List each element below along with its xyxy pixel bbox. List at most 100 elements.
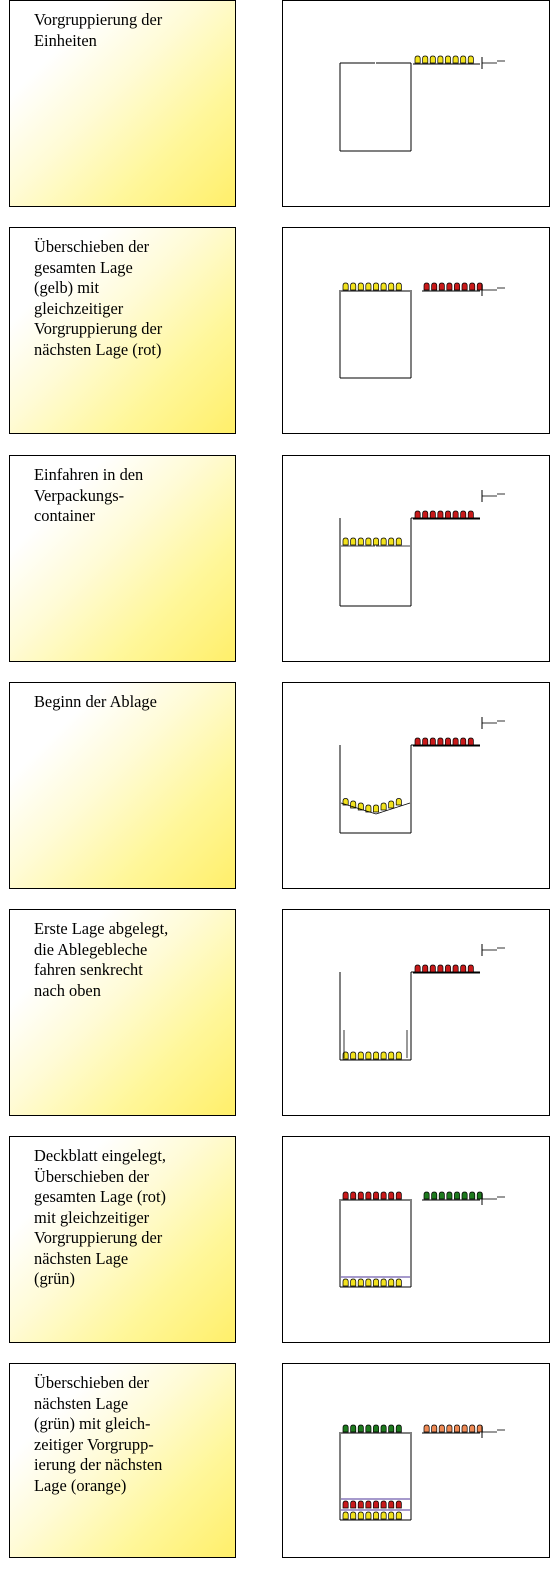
- unit: [460, 510, 467, 519]
- step-diagram-svg: [339, 55, 505, 152]
- unit: [429, 964, 436, 973]
- unit: [342, 1424, 349, 1433]
- unit: [438, 1191, 445, 1200]
- conveyor-layer: [423, 1424, 483, 1433]
- unit: [350, 537, 357, 546]
- unit: [365, 1424, 372, 1433]
- unit: [422, 510, 429, 519]
- transferred-layer: [342, 282, 402, 291]
- unit: [461, 1424, 468, 1433]
- unit: [446, 1191, 453, 1200]
- unit: [365, 537, 372, 546]
- packing-container: [339, 1199, 412, 1288]
- unit: [454, 1424, 460, 1433]
- unit: [467, 510, 474, 519]
- unit: [423, 1424, 430, 1433]
- unit: [452, 964, 459, 973]
- unit: [342, 1500, 349, 1509]
- unit: [438, 1424, 445, 1433]
- unit: [414, 55, 421, 64]
- conveyor-layer: [414, 737, 474, 746]
- unit: [373, 282, 379, 291]
- conveyor-layer: [423, 1191, 483, 1200]
- unit: [454, 282, 460, 291]
- step-description: Überschieben der gesamten Lage (gelb) mi…: [9, 227, 236, 434]
- process-step: Deckblatt eingelegt, Überschieben der ge…: [0, 1136, 551, 1345]
- step-diagram-svg: [339, 717, 505, 834]
- container-layer: [342, 1278, 402, 1287]
- container-layer: [342, 1051, 402, 1060]
- unit: [380, 282, 387, 291]
- unit: [429, 510, 436, 519]
- unit: [342, 1511, 349, 1520]
- step-diagram: [282, 1136, 550, 1343]
- unit: [445, 737, 451, 746]
- unit: [357, 1500, 364, 1509]
- unit: [467, 964, 474, 973]
- unit: [452, 737, 459, 746]
- process-step: Überschieben der gesamten Lage (gelb) mi…: [0, 227, 551, 436]
- unit: [445, 964, 451, 973]
- step-diagram: [282, 682, 550, 889]
- unit: [423, 1191, 430, 1200]
- unit: [380, 537, 387, 546]
- pusher-arrow: [481, 944, 505, 956]
- unit: [373, 1191, 379, 1200]
- unit: [469, 1191, 476, 1200]
- step-diagram: [282, 455, 550, 662]
- unit: [342, 1278, 349, 1287]
- unit: [373, 1278, 379, 1287]
- unit: [388, 1500, 395, 1509]
- unit: [357, 802, 364, 811]
- step-diagram-svg: [339, 282, 505, 379]
- unit: [342, 537, 349, 546]
- unit: [445, 510, 451, 519]
- unit: [342, 1191, 349, 1200]
- container-layer: [342, 798, 402, 813]
- unit: [365, 1191, 372, 1200]
- step-diagram-svg: [339, 1424, 505, 1521]
- unit: [388, 1511, 395, 1520]
- unit: [380, 802, 387, 811]
- pusher-arrow: [481, 1193, 505, 1205]
- process-step: Einfahren in den Verpackungs- container: [0, 455, 551, 664]
- unit: [350, 1051, 357, 1060]
- pusher-arrow: [481, 490, 505, 502]
- unit: [365, 1278, 372, 1287]
- unit: [388, 1278, 395, 1287]
- unit: [460, 737, 467, 746]
- step-description: Erste Lage abgelegt, die Ablegebleche fa…: [9, 909, 236, 1116]
- unit: [437, 510, 444, 519]
- unit: [380, 1278, 387, 1287]
- unit: [437, 964, 444, 973]
- unit: [380, 1191, 387, 1200]
- unit: [395, 1511, 402, 1520]
- unit: [460, 55, 467, 64]
- unit: [388, 1424, 395, 1433]
- unit: [365, 1500, 372, 1509]
- conveyor-layer: [414, 964, 474, 973]
- packing-container: [339, 63, 412, 152]
- unit: [357, 1511, 364, 1520]
- unit: [388, 537, 395, 546]
- unit: [437, 55, 444, 64]
- unit: [395, 1500, 402, 1509]
- step-diagram: [282, 909, 550, 1116]
- step-diagram-svg: [339, 1191, 505, 1288]
- unit: [365, 282, 372, 291]
- packing-container: [339, 1432, 412, 1521]
- unit: [395, 1278, 402, 1287]
- unit: [342, 798, 349, 806]
- process-step: Überschieben der nächsten Lage (grün) mi…: [0, 1363, 551, 1560]
- unit: [373, 804, 379, 813]
- step-diagram: [282, 227, 550, 434]
- unit: [414, 737, 421, 746]
- unit: [373, 1424, 379, 1433]
- packing-container: [339, 971, 480, 1061]
- unit: [429, 737, 436, 746]
- unit: [388, 282, 395, 291]
- unit: [395, 537, 402, 546]
- process-step: Vorgruppierung der Einheiten: [0, 0, 551, 209]
- unit: [431, 1191, 438, 1200]
- unit: [429, 55, 436, 64]
